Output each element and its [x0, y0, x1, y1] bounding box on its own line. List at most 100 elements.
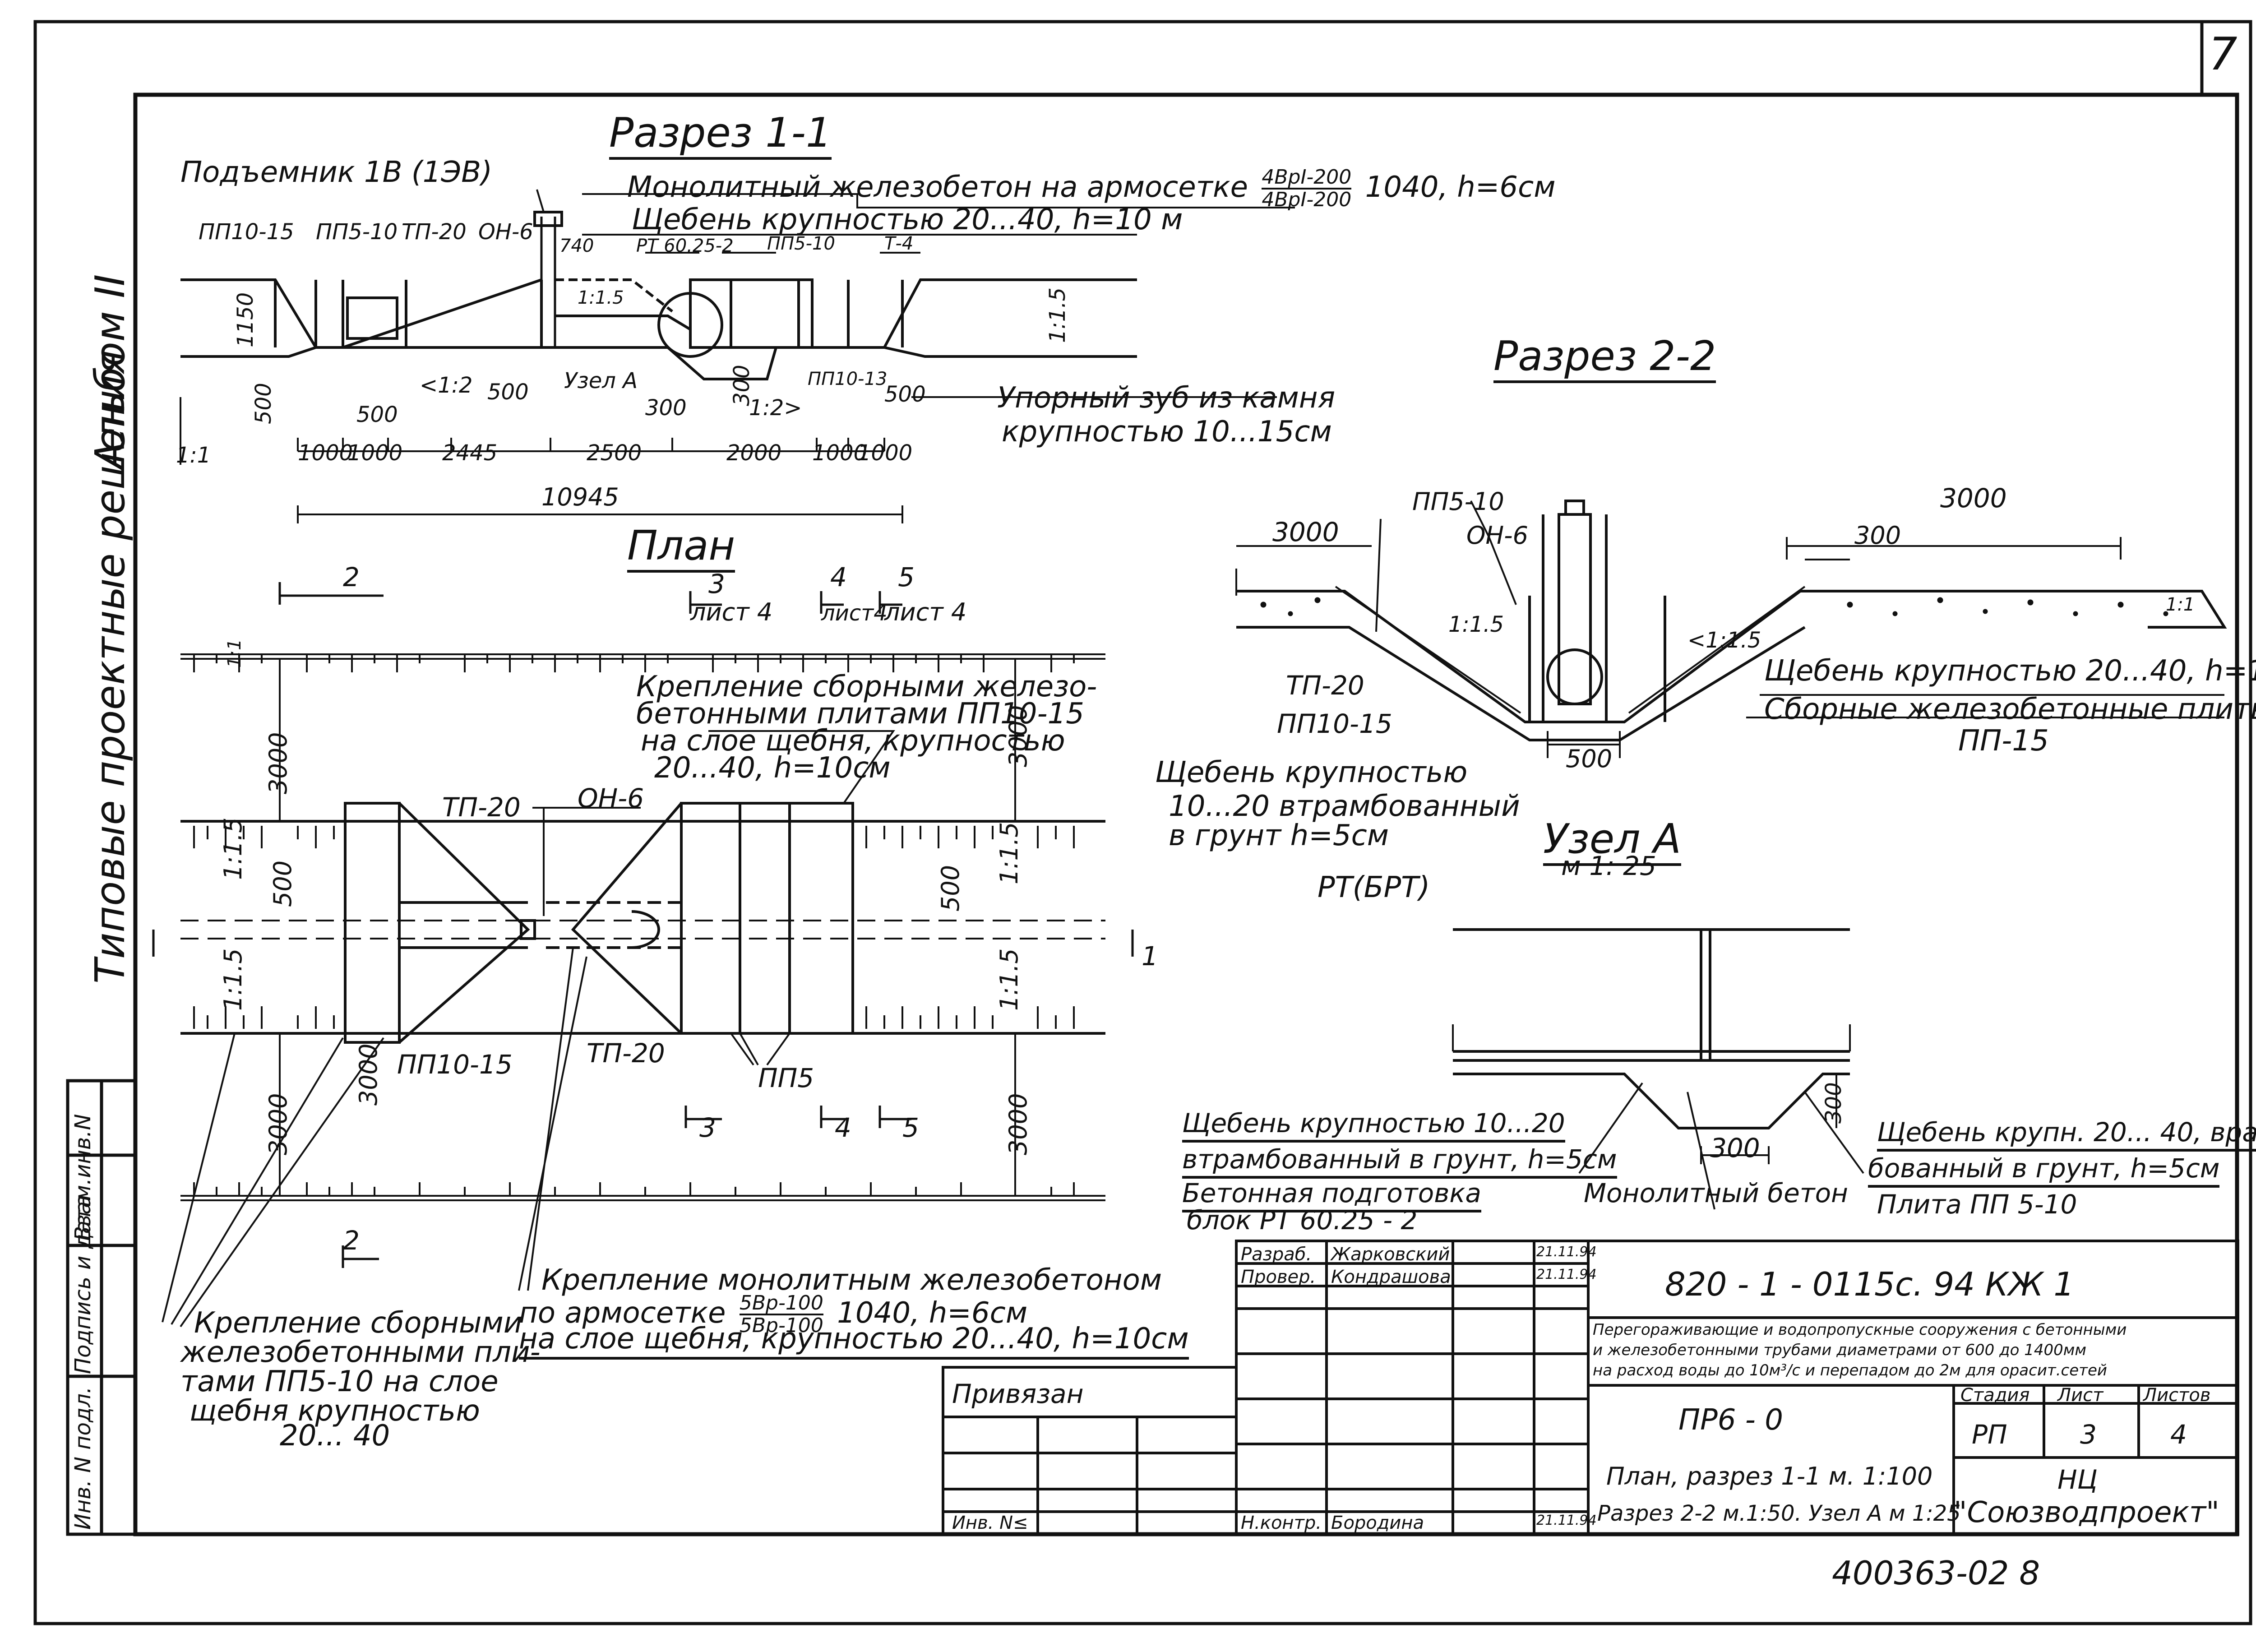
node-a-monolith-concrete: Монолитный бетон: [1584, 1178, 1848, 1208]
section-label-t4: Т-4: [884, 233, 914, 254]
plan-label-tp20-left: ТП-20: [442, 792, 521, 823]
tb-description-line1: Перегораживающие и водопропускные сооруж…: [1593, 1321, 2127, 1339]
tb-content-line2: Разрез 2-2 м.1:50. Узел А м 1:25: [1597, 1501, 1961, 1526]
tb-checked-label: Провер.: [1241, 1267, 1316, 1287]
node-a-gravel-right-line2: бованный в грунт, h=5см: [1868, 1155, 2220, 1188]
section-dim-740: 740: [559, 236, 594, 256]
tb-description-line3: на расход воды до 10м³/с и перепадом до …: [1593, 1361, 2107, 1379]
note-monolith-line2a: по армосетке: [519, 1296, 726, 1330]
s22-gravel-left-line2: 10...20 втрамбованный: [1169, 790, 1520, 823]
section-label-pp10-13: ПП10-13: [808, 369, 888, 389]
section-dim-500-mid: 500: [487, 379, 529, 405]
plan-slope-c: 1:1.5: [995, 822, 1023, 884]
node-a-title: Узел А: [1543, 819, 1681, 866]
plan-slope-d: 1:1.5: [995, 948, 1023, 1011]
s22-on6: ОН-6: [1466, 521, 1528, 550]
node-a-dim-300-v: 300: [1821, 1082, 1846, 1124]
plan-dim-3000-d: 3000: [1004, 1093, 1032, 1155]
tb-checked-date: 21.11.94: [1536, 1267, 1597, 1282]
section-2-2-title: Разрез 2-2: [1493, 336, 1716, 383]
section-dim-500-b: 500: [356, 402, 398, 427]
plan-dim-500-b: 500: [936, 865, 965, 912]
node-a-scale: м 1: 25: [1561, 851, 1656, 881]
note-monolith-fraction-bottom: 5Вр-100: [739, 1314, 823, 1337]
plan-dim-3000-a: 3000: [264, 732, 292, 794]
plan-cut-2-top: 2: [343, 562, 360, 592]
node-a-dim-300: 300: [1710, 1133, 1760, 1163]
monolith-fraction-bottom: 4ВрI-200: [1262, 188, 1352, 212]
s22-slope-left: 1:1.5: [1448, 612, 1504, 637]
s22-slope-edge: 1:1: [2166, 594, 2195, 615]
s22-prefab-code: ПП-15: [1958, 724, 2049, 758]
monolith-fraction-top: 4ВрI-200: [1262, 167, 1352, 190]
tb-stage: РП: [1972, 1419, 2007, 1450]
plan-cut-3: 3: [708, 569, 725, 599]
plan-cut-4: 4: [830, 562, 847, 592]
stamp-replace-inv: Взам.инв.N: [70, 1114, 96, 1241]
note-prefab-line5: 20... 40: [280, 1419, 390, 1453]
plan-slope-b: 1:1.5: [219, 948, 247, 1011]
monolith-suffix: 1040, h=6см: [1365, 170, 1556, 204]
tb-sheet: 3: [2080, 1419, 2097, 1450]
tb-stage-label: Стадия: [1960, 1385, 2030, 1406]
note-monolith-line3: на слое щебня, крупностью 20...40, h=10с…: [519, 1324, 1189, 1360]
section-label-pp5-10-right: ПП5-10: [767, 233, 835, 254]
plan-cut-3-ref: лист 4: [690, 598, 773, 626]
s22-gravel-right: Щебень крупностью 20...40, h=10см: [1764, 654, 2256, 688]
tb-checked-name: Кондрашова: [1331, 1267, 1451, 1287]
tb-norm-name: Бородина: [1331, 1513, 1424, 1533]
node-a-concrete-prep: Бетонная подготовка: [1182, 1180, 1481, 1212]
stamp-inv-original: Инв. N подл.: [70, 1386, 96, 1530]
gravel-label: Щебень крупностью 20...40, h=10 м: [632, 203, 1183, 236]
note-prefab-line1: Крепление сборными: [194, 1306, 522, 1340]
dim-2500: 2500: [587, 440, 642, 466]
tb-designed-date: 21.11.94: [1536, 1244, 1597, 1260]
section-slope-1-2-left: <1:2: [420, 373, 473, 398]
s22-pp5-10: ПП5-10: [1412, 487, 1504, 516]
plan-cut-3-bottom: 3: [699, 1112, 716, 1143]
tb-designed-name: Жарковский: [1331, 1244, 1450, 1265]
fastening-top-line1: Крепление сборными железо-: [636, 670, 1097, 703]
tb-sheets-label: Листов: [2143, 1385, 2211, 1406]
node-a-plate: Плита ПП 5-10: [1877, 1189, 2077, 1220]
section-label-tp20: ТП-20: [402, 219, 467, 245]
plan-dim-3000-b: 3000: [1004, 705, 1032, 767]
s22-slope-right: <1:1.5: [1687, 628, 1761, 653]
plan-dim-500-a: 500: [268, 860, 297, 907]
note-prefab-line2: железобетонными пли-: [180, 1336, 541, 1369]
plan-label-tp20-right: ТП-20: [587, 1038, 665, 1069]
dim-1000-b: 1000: [347, 440, 403, 466]
section-label-on6: ОН-6: [478, 219, 533, 245]
section-dim-500-right: 500: [884, 382, 926, 407]
series-label: Типовые проектные решения: [87, 350, 134, 984]
note-monolith-line2b: 1040, h=6см: [837, 1296, 1028, 1330]
plan-cut-5-bottom: 5: [902, 1112, 919, 1143]
page-number: 7: [2209, 28, 2238, 80]
plan-scale-mark: 1:1: [224, 639, 245, 668]
plan-cut-5: 5: [898, 562, 915, 592]
dim-2445: 2445: [442, 440, 498, 466]
lifter-label: Подъемник 1В (1ЭВ): [180, 156, 493, 189]
node-a-callout: Узел А: [564, 368, 638, 393]
section-slope-1-1: 1:1: [176, 443, 211, 468]
fastening-top-line4: 20...40, h=10см: [654, 751, 891, 785]
note-monolith-line1: Крепление монолитным железобетоном: [541, 1263, 1162, 1297]
note-monolith-fraction-top: 5Вр-100: [739, 1292, 823, 1316]
fastening-top-line2: бетонными плитами ПП10-15: [636, 697, 1084, 731]
plan-dim-3000-c: 3000: [264, 1093, 292, 1155]
dim-total: 10945: [541, 483, 619, 511]
section-1-1-title: Разрез 1-1: [609, 113, 832, 160]
note-prefab-line3: тами ПП5-10 на слое: [180, 1365, 499, 1398]
tb-inv-no: Инв. N≤: [952, 1513, 1028, 1533]
tb-org-line2: "Союзводпроект": [1954, 1496, 2219, 1529]
node-a-gravel-right-line1: Щебень крупн. 20... 40, врам-: [1877, 1119, 2256, 1152]
s22-dim-500: 500: [1566, 745, 1613, 773]
note-prefab-line4: щебня крупностью: [190, 1394, 480, 1428]
tb-sheet-label: Лист: [2057, 1385, 2103, 1406]
dim-1000-c: 1000: [812, 440, 868, 466]
s22-dim-3000-right: 3000: [1940, 483, 2007, 514]
s22-dim-3000-left: 3000: [1272, 517, 1339, 547]
plan-dim-3000-e: 3000: [354, 1043, 383, 1106]
fastening-top-line3: на слое щебня, крупностью: [641, 724, 1065, 758]
